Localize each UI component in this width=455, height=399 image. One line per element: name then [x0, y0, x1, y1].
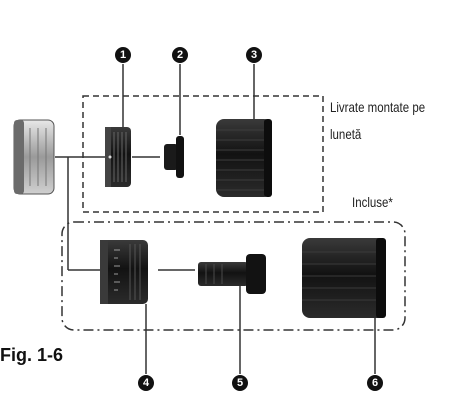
callout-1: 1	[115, 47, 131, 63]
callout-6: 6	[367, 375, 383, 391]
scope-eyepiece-part	[13, 119, 55, 195]
part-4-scaled-ring	[100, 240, 148, 304]
mounted-group-box	[82, 95, 324, 213]
callout-3: 3	[246, 47, 262, 63]
included-caption: Incluse*	[352, 194, 393, 210]
part-6-large-cap	[302, 238, 386, 318]
mounted-caption-line2: lunetă	[330, 126, 362, 142]
included-group-box	[61, 221, 406, 331]
part-5-adapter-tube	[198, 254, 266, 294]
part-3-large-cap	[216, 119, 272, 197]
part-1-adapter-ring	[105, 127, 131, 187]
connector-lines	[55, 64, 376, 374]
part-2-knob	[164, 136, 184, 178]
callout-5: 5	[232, 375, 248, 391]
callout-2: 2	[172, 47, 188, 63]
callout-4: 4	[138, 375, 154, 391]
mounted-caption-line1: Livrate montate pe	[330, 99, 426, 115]
figure-label: Fig. 1-6	[0, 345, 64, 365]
